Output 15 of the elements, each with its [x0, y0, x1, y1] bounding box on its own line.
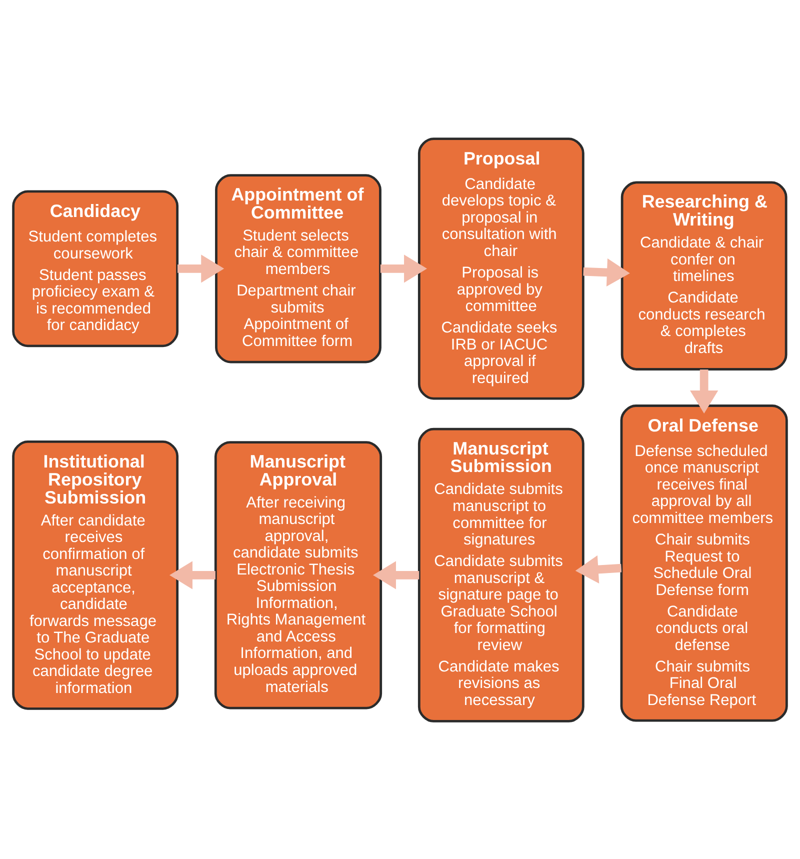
node-box: Appointment of Committee Student selects chair & committee members Department chair submits Appointment of Committee form	[215, 174, 382, 363]
arrow	[169, 560, 216, 589]
node-box: Researching & Writing Candidate & chair confer on timelines Candidate conducts research & completes drafts	[620, 180, 788, 370]
node-box: Manuscript Submission Candidate submits manuscript to committee for signatures Candidate submits manuscript & signature page to Graduate School for formatting review Candidate makes revisions as necessary	[418, 427, 584, 722]
arrow	[690, 369, 718, 414]
arrow	[583, 258, 630, 286]
node-box: Manuscript Approval After receiving manuscript approval, candidate submits Electronic Thesis Submission Information, Rights Management and Access Information, and uploads approved materials	[214, 440, 382, 709]
arrow	[575, 554, 622, 583]
node-box: Candidacy Student completes coursework Student passes proficiecy exam & is recommended for candidacy	[12, 190, 179, 347]
arrow	[178, 254, 224, 282]
node-box: Oral Defense Defense scheduled once manuscript receives final approval by all committee members Chair submits Request to Schedule Oral Defense form Candidate conducts oral defense Chair submits Final Oral Defense Report	[620, 404, 788, 722]
arrow	[380, 254, 428, 282]
arrow	[372, 560, 420, 589]
node-box: Proposal Candidate develops topic & proposal in consultation with chair Proposal is approved by committee Candidate seeks IRB or IACUC approval if required	[418, 137, 584, 400]
node-box: Institutional Repository Submission After candidate receives confirmation of manuscript acceptance, candidate forwards message to The Graduate School to update candidate degree information	[12, 440, 179, 710]
